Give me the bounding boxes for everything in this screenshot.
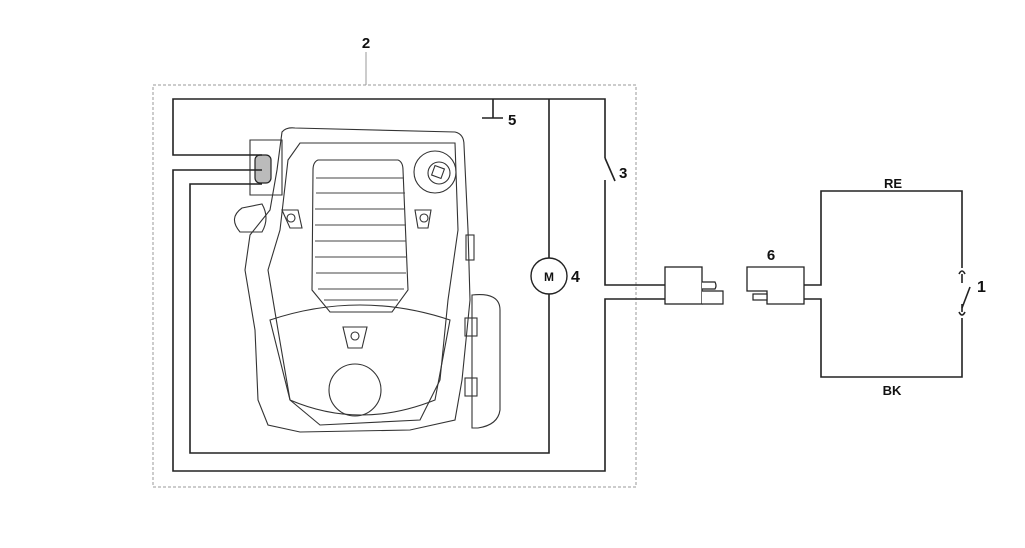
motor-symbol xyxy=(530,257,568,295)
label-5: 5 xyxy=(508,112,516,129)
oil-cap xyxy=(233,203,267,233)
handle-wiring xyxy=(804,190,971,378)
label-2: 2 xyxy=(362,35,370,52)
engine-stop-switch xyxy=(254,154,272,184)
motor-m-label: M xyxy=(544,270,554,284)
connector-female xyxy=(746,266,805,305)
label-3: 3 xyxy=(619,165,627,182)
wire-label-bk: BK xyxy=(883,383,902,398)
connector-male xyxy=(664,266,724,305)
engine-cap-circle xyxy=(328,363,382,417)
wire-label-re: RE xyxy=(884,176,902,191)
internal-wiring xyxy=(172,98,667,472)
fuel-cap xyxy=(413,150,457,194)
label-6: 6 xyxy=(767,247,775,264)
label-1: 1 xyxy=(977,279,986,296)
label-4: 4 xyxy=(571,269,580,286)
engine-illustration xyxy=(233,127,501,433)
engine-side-cover xyxy=(471,294,501,429)
assembly-boundary xyxy=(152,84,637,488)
brake-switch xyxy=(604,157,667,286)
engine-grille xyxy=(311,159,409,313)
